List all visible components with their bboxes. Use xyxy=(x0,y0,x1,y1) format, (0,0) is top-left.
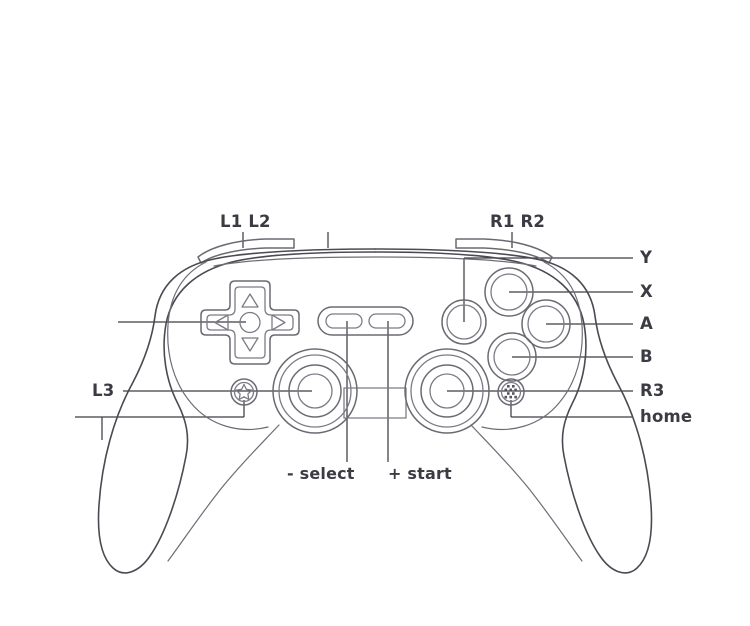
label-start: + start xyxy=(388,464,452,483)
dpad-center-circle[interactable] xyxy=(239,311,261,334)
select-button[interactable] xyxy=(325,313,363,329)
x-button[interactable] xyxy=(484,267,534,317)
controller-shell-outline xyxy=(97,248,376,574)
label-face-y: Y xyxy=(640,248,653,267)
x-button-inner xyxy=(490,273,528,311)
shell-right-inner-arc xyxy=(481,261,583,430)
home-button-inner xyxy=(500,381,522,403)
dpad-down-arrow-icon xyxy=(241,337,259,352)
a-button[interactable] xyxy=(521,299,571,349)
l3-button-inner xyxy=(233,381,255,403)
l3-star-button[interactable] xyxy=(230,378,258,406)
dpad-left-arrow-icon xyxy=(214,314,229,331)
left-stick-cap-inner xyxy=(297,373,333,409)
left-shoulder-bumper xyxy=(197,238,295,264)
label-home: home xyxy=(640,407,693,426)
label-shoulder-right: R1 R2 xyxy=(490,212,546,231)
star-icon xyxy=(235,383,253,401)
face-buttons[interactable] xyxy=(441,267,571,382)
label-face-b: B xyxy=(640,347,653,366)
leader-lines xyxy=(75,232,633,462)
shell-left-inner-arc xyxy=(167,261,269,430)
y-button-inner xyxy=(446,304,482,340)
left-stick-cap[interactable] xyxy=(288,364,342,418)
left-stick-bezel-inner xyxy=(278,354,352,428)
label-face-x: X xyxy=(640,282,653,301)
left-stick-bezel-outer xyxy=(272,348,358,434)
select-start-group[interactable] xyxy=(317,306,414,336)
b-button-inner xyxy=(493,338,531,376)
home-button-outer[interactable] xyxy=(497,378,525,406)
checkered-dots-icon xyxy=(504,385,517,399)
home-button[interactable] xyxy=(497,378,525,406)
right-grip-inner-contour xyxy=(470,424,583,562)
dpad-outer-cross[interactable] xyxy=(200,280,300,365)
b-button[interactable] xyxy=(487,332,537,382)
label-stick-left-l3: L3 xyxy=(92,381,115,400)
label-face-a: A xyxy=(640,314,653,333)
controller-body xyxy=(97,238,653,574)
label-shoulder-left: L1 L2 xyxy=(220,212,271,231)
dpad[interactable] xyxy=(200,280,300,365)
right-stick-bezel-outer xyxy=(404,348,490,434)
dpad-up-arrow-icon xyxy=(241,293,259,308)
right-stick-cap[interactable] xyxy=(420,364,474,418)
right-analog-stick[interactable] xyxy=(404,348,490,434)
right-stick-bezel-inner xyxy=(410,354,484,428)
dpad-right-arrow-icon xyxy=(271,314,286,331)
right-stick-cap-inner xyxy=(429,373,465,409)
left-grip-inner-contour xyxy=(167,424,280,562)
a-button-inner xyxy=(527,305,565,343)
select-start-housing xyxy=(317,306,414,336)
center-bridge xyxy=(343,387,407,419)
start-button[interactable] xyxy=(368,313,406,329)
label-stick-right-r3: R3 xyxy=(640,381,665,400)
left-analog-stick[interactable] xyxy=(272,348,358,434)
y-button[interactable] xyxy=(441,299,487,345)
l3-button-outer[interactable] xyxy=(230,378,258,406)
right-shoulder-bumper xyxy=(455,238,553,264)
controller-shell-outline-right xyxy=(374,248,653,574)
dpad-inner-cross xyxy=(206,286,294,359)
shell-inner-top-edge xyxy=(213,256,537,267)
label-select: - select xyxy=(287,464,355,483)
